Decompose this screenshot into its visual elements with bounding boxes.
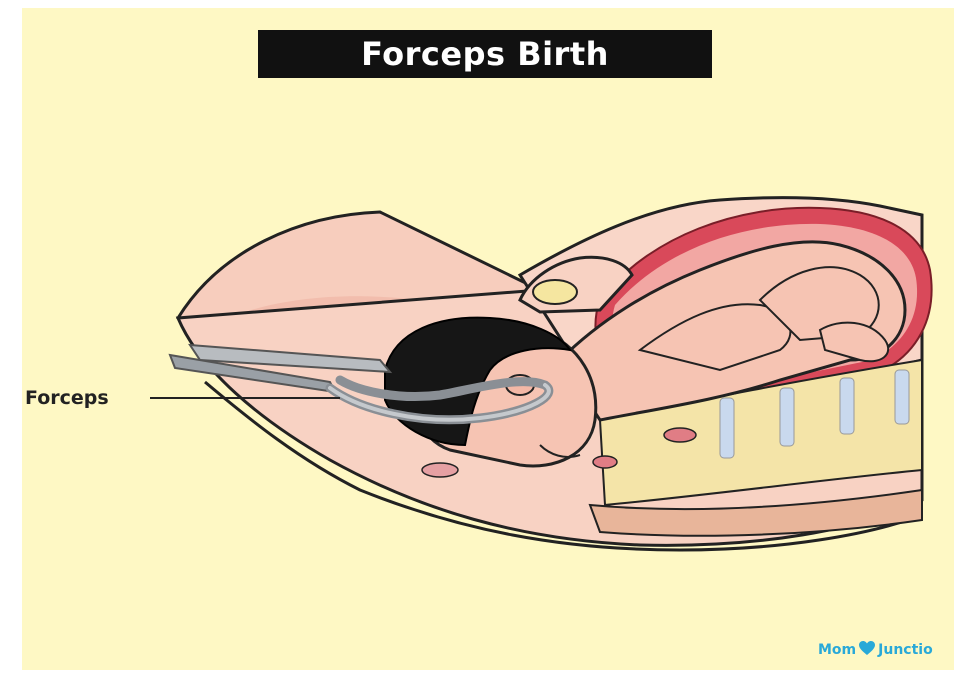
forceps-label: Forceps: [25, 387, 109, 409]
momjunction-logo: Mom Junctio: [818, 632, 933, 668]
tissue-detail-3: [593, 456, 617, 468]
tissue-detail-1: [422, 463, 458, 477]
logo-text-right: Junctio: [878, 642, 933, 658]
tissue-detail-2: [664, 428, 696, 442]
logo-text-left: Mom: [818, 642, 856, 658]
fingernail: [533, 280, 577, 304]
heart-icon: [858, 639, 876, 661]
